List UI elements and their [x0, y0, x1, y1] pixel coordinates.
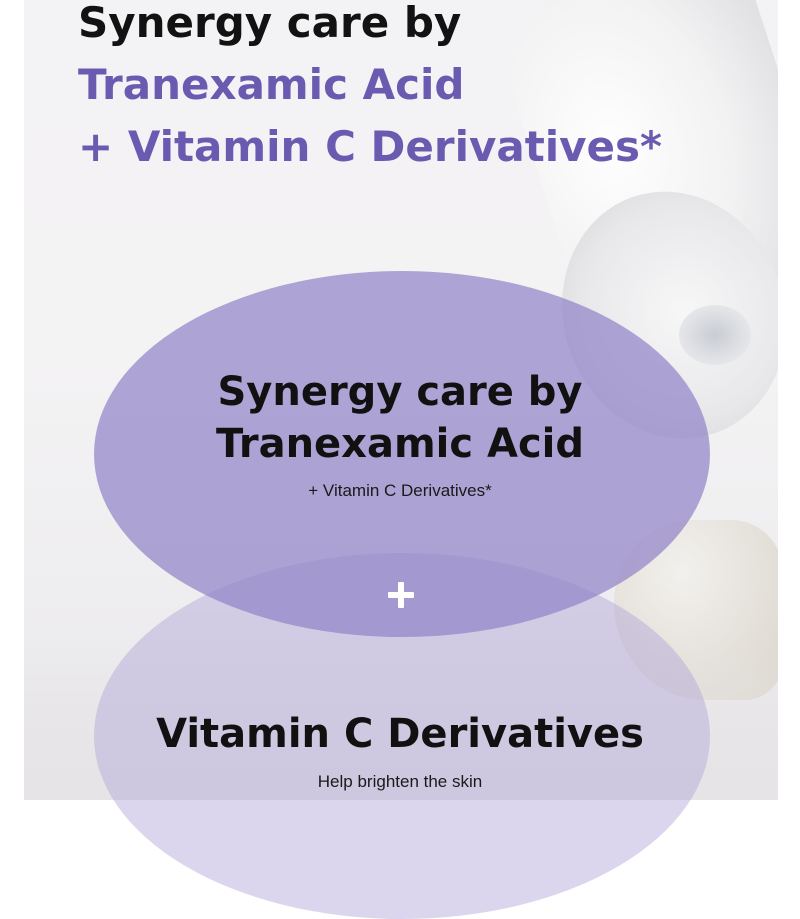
bottom-circle-subtitle: Help brighten the skin	[317, 772, 483, 791]
headline-line-3: + Vitamin C Derivatives*	[78, 122, 663, 171]
plus-icon	[388, 582, 414, 608]
headline-line-2: Tranexamic Acid	[78, 60, 465, 109]
top-circle-title-line-1: Synergy care by	[217, 369, 583, 415]
headline-line-1: Synergy care by	[78, 0, 462, 47]
top-circle-title-line-2: Tranexamic Acid	[215, 421, 585, 467]
headline: Synergy care by Tranexamic Acid + Vitami…	[78, 0, 662, 178]
tranexamic-acid-circle	[94, 271, 710, 637]
top-circle-subtitle: + Vitamin C Derivatives*	[308, 481, 492, 500]
surface-shadow	[24, 640, 778, 800]
bottom-circle-title: Vitamin C Derivatives	[156, 711, 644, 757]
product-tube-nozzle	[679, 305, 751, 365]
